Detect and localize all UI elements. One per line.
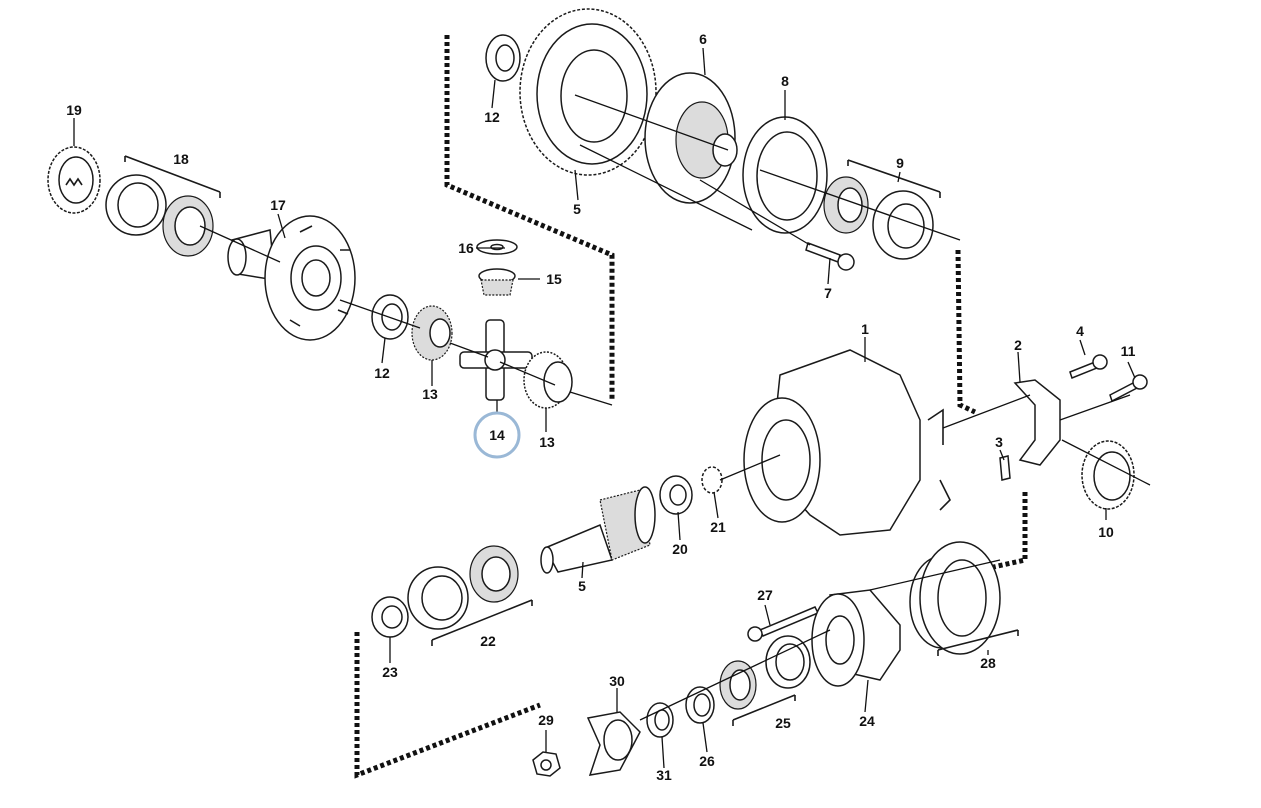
part-labels: 19 18 17 16 15 12 13 14 13 12 5 6 8 9 7 … (66, 31, 1135, 783)
part-25-bearing (719, 635, 811, 710)
label-28: 28 (980, 655, 996, 671)
label-8: 8 (781, 73, 789, 89)
label-25: 25 (775, 715, 791, 731)
part-3-pin (999, 455, 1011, 481)
part-17-differential-case (227, 215, 356, 341)
label-29: 29 (538, 712, 554, 728)
part-20-bearing (659, 475, 693, 515)
label-16: 16 (458, 240, 474, 256)
frame-lower-left-group (354, 632, 541, 779)
part-28-shim-pack (909, 541, 1001, 655)
part-24-pinion-housing (811, 589, 901, 687)
label-18: 18 (173, 151, 189, 167)
highlight-circle-part-14 (473, 411, 521, 459)
part-5-crown-wheel (519, 8, 657, 176)
label-10: 10 (1098, 524, 1114, 540)
part-31-seal (646, 702, 674, 738)
label-6: 6 (699, 31, 707, 47)
part-4-bolt (1069, 354, 1108, 379)
label-5-upper: 5 (573, 201, 581, 217)
part-11-bolt (1109, 374, 1148, 403)
part-23-seal (371, 596, 409, 638)
label-30: 30 (609, 673, 625, 689)
part-8-shim-ring (742, 116, 828, 234)
part-15-planet-gear (478, 268, 516, 296)
part-26-seal (685, 686, 715, 724)
label-3: 3 (995, 434, 1003, 450)
leader-lines (73, 47, 1151, 769)
label-9: 9 (896, 155, 904, 171)
part-19-slotted-ring (47, 146, 101, 214)
part-7-bolt (805, 242, 855, 271)
part-14-spider-cross (459, 319, 533, 401)
label-7: 7 (824, 285, 832, 301)
part-12-thrust-washer-left (371, 294, 409, 340)
part-12-thrust-washer-upper (485, 34, 521, 82)
label-20: 20 (672, 541, 688, 557)
part-13-bevel-gear-left (411, 305, 453, 361)
label-26: 26 (699, 753, 715, 769)
part-30-companion-flange (586, 711, 641, 776)
label-22: 22 (480, 633, 496, 649)
label-12-upper: 12 (484, 109, 500, 125)
label-31: 31 (656, 767, 672, 783)
part-29-nut (532, 751, 561, 777)
part-9-bearing (823, 176, 934, 260)
frame-lower-pinion-group (979, 492, 1028, 573)
label-1: 1 (861, 321, 869, 337)
label-24: 24 (859, 713, 875, 729)
part-1-axle-housing (743, 349, 951, 536)
label-23: 23 (382, 664, 398, 680)
part-5-drive-pinion (540, 486, 656, 574)
label-13-right: 13 (539, 434, 555, 450)
label-13-left: 13 (422, 386, 438, 402)
label-27: 27 (757, 587, 773, 603)
label-2: 2 (1014, 337, 1022, 353)
label-5-lower: 5 (578, 578, 586, 594)
part-10-adjusting-ring (1081, 440, 1135, 510)
part-22-bearing (407, 545, 519, 630)
label-15: 15 (546, 271, 562, 287)
part-18-bearing (105, 174, 214, 257)
label-21: 21 (710, 519, 726, 535)
part-27-bolt (747, 606, 820, 642)
label-14: 14 (489, 427, 505, 443)
label-19: 19 (66, 102, 82, 118)
label-12-left: 12 (374, 365, 390, 381)
part-21-lock-washer (701, 466, 723, 494)
part-13-bevel-gear-right (523, 351, 573, 409)
part-16-washer (476, 239, 518, 255)
part-2-bearing-cap (1013, 379, 1061, 466)
frame-right-group (955, 249, 977, 415)
label-11: 11 (1121, 343, 1136, 359)
label-17: 17 (270, 197, 286, 213)
frame-upper-gear-group (444, 35, 615, 400)
label-4: 4 (1076, 323, 1084, 339)
